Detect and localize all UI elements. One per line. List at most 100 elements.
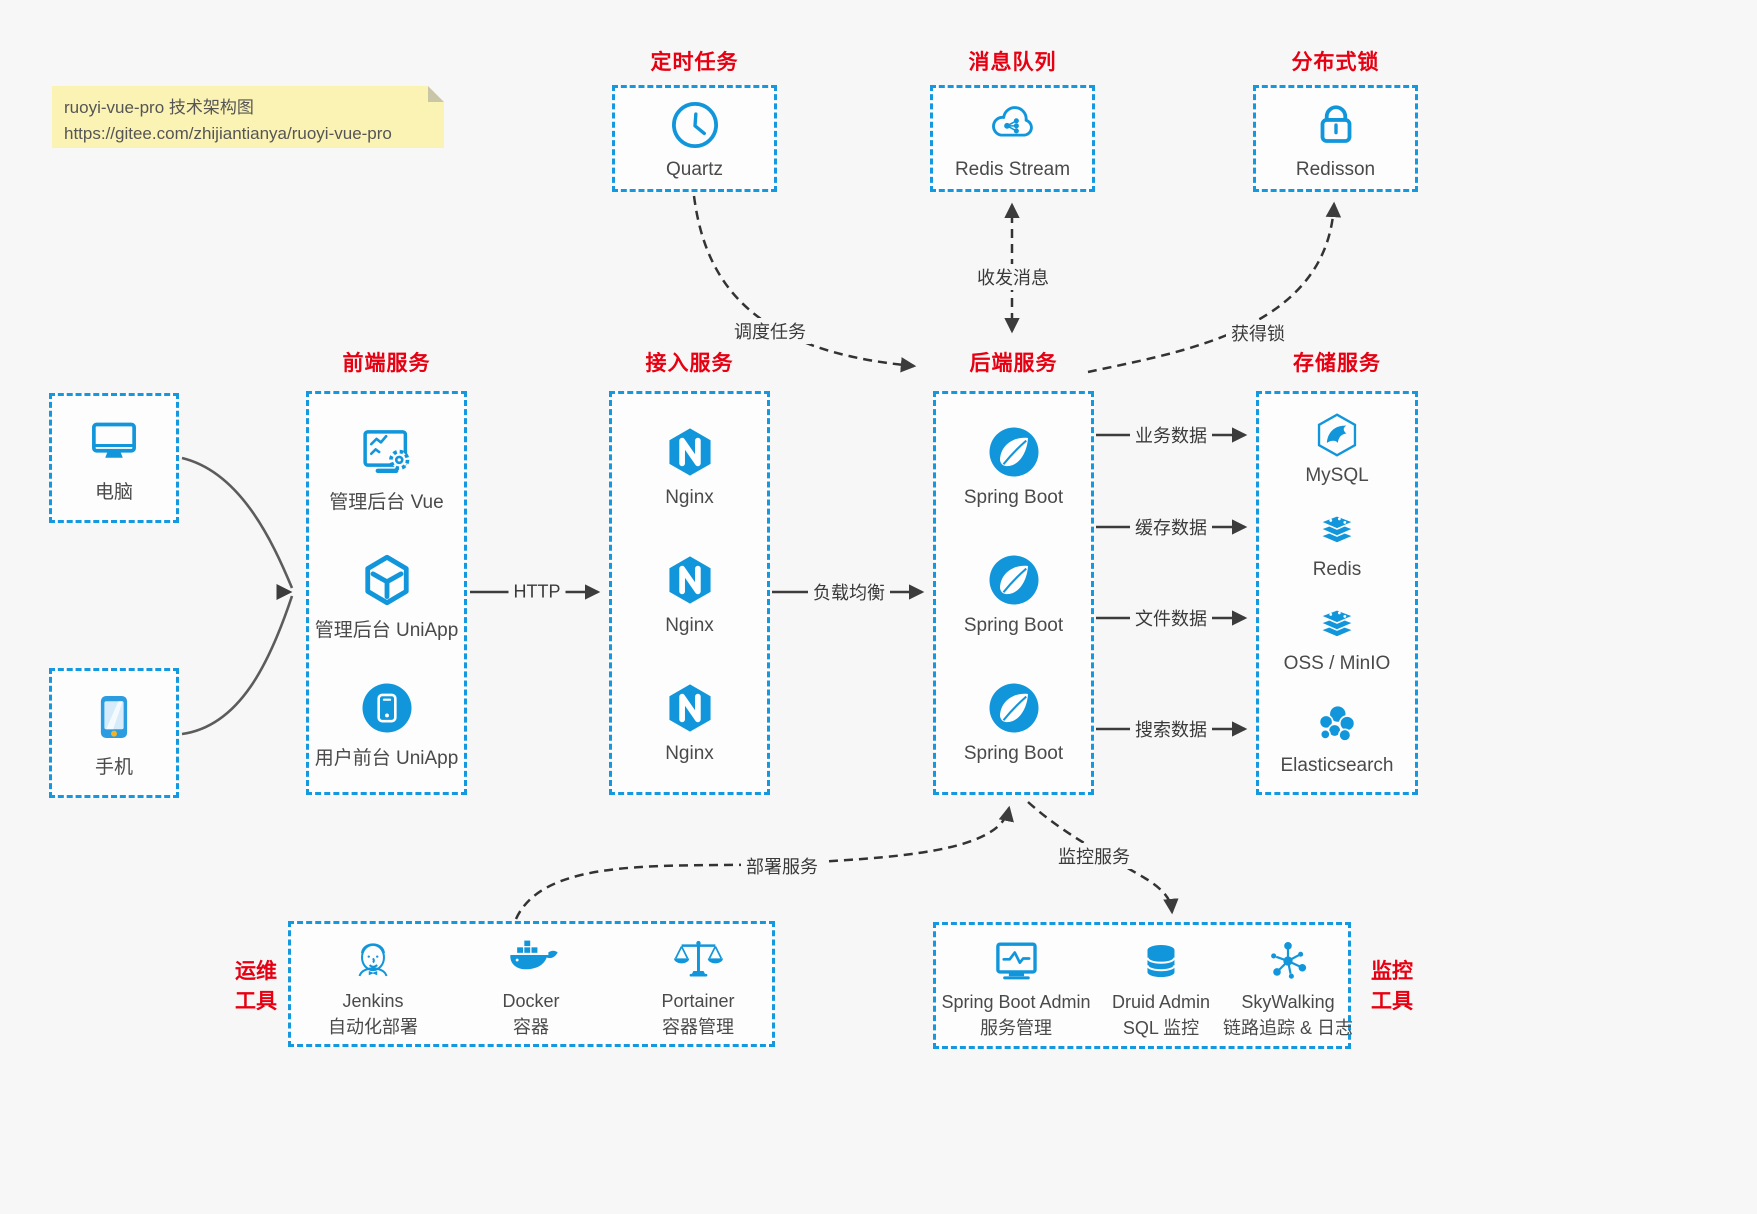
node-spring-boot-admin: Spring Boot Admin 服务管理: [941, 934, 1091, 1041]
monitoring-title-line-1: 监控: [1371, 960, 1413, 983]
node-label: OSS / MinIO: [1283, 653, 1391, 674]
note-fold-corner: [428, 86, 444, 102]
group-title-ops-tools: 运维 工具: [226, 957, 286, 1018]
jenkins-icon: [346, 933, 400, 987]
node-portainer: Portainer 容器管理: [661, 933, 735, 1040]
node-label: MySQL: [1305, 465, 1369, 486]
edge-label-deploy: 部署服务: [741, 853, 823, 879]
node-pc: 电脑: [52, 414, 176, 504]
node-redis: Redis: [1259, 504, 1415, 581]
client-box-mobile: 手机: [49, 668, 179, 798]
ops-title-line-1: 运维: [235, 960, 277, 983]
monitoring-title-line-2: 工具: [1371, 990, 1413, 1014]
node-label: Nginx: [665, 743, 714, 764]
node-sublabel: 容器管理: [661, 1017, 734, 1038]
node-label: Spring Boot: [963, 743, 1064, 764]
sticky-note: ruoyi-vue-pro 技术架构图 https://gitee.com/zh…: [52, 86, 444, 148]
node-sublabel: 自动化部署: [328, 1017, 418, 1038]
oss-stack-icon: [1312, 598, 1362, 648]
group-box-scheduled-tasks: Quartz: [612, 85, 777, 192]
uniapp-cube-icon: [359, 552, 415, 608]
group-title-access: 接入服务: [645, 352, 734, 375]
note-url: https://gitee.com/zhijiantianya/ruoyi-vu…: [64, 124, 392, 144]
admin-vue-icon: [359, 424, 415, 480]
node-nginx-2: Nginx: [612, 552, 767, 637]
group-title-monitoring-tools: 监控 工具: [1362, 957, 1422, 1018]
node-mysql: MySQL: [1259, 410, 1415, 487]
group-title-distributed-lock: 分布式锁: [1291, 51, 1380, 74]
nginx-icon: [662, 680, 718, 736]
node-mobile: 手机: [52, 689, 176, 779]
node-label: Quartz: [665, 159, 724, 180]
node-redisson: Redisson: [1256, 98, 1415, 181]
client-box-pc: 电脑: [49, 393, 179, 523]
user-uniapp-icon: [359, 680, 415, 736]
note-title: ruoyi-vue-pro 技术架构图: [64, 98, 254, 117]
edge-label-cache-data: 缓存数据: [1130, 514, 1212, 540]
node-sublabel: SQL 监控: [1122, 1018, 1200, 1039]
node-label: Spring Boot Admin: [941, 992, 1091, 1012]
node-label: Spring Boot: [963, 487, 1064, 508]
group-title-message-queue: 消息队列: [968, 51, 1057, 74]
group-box-frontend: 管理后台 Vue 管理后台 UniApp 用户前台 UniApp: [306, 391, 467, 795]
group-title-scheduled-tasks: 定时任务: [650, 51, 739, 74]
spring-boot-admin-icon: [989, 934, 1043, 988]
portainer-icon: [671, 933, 725, 987]
edge-schedule: [692, 195, 917, 373]
node-spring-boot-3: Spring Boot: [936, 680, 1091, 765]
node-sublabel: 链路追踪 & 日志: [1222, 1018, 1354, 1039]
edge-label-http: HTTP: [508, 581, 566, 603]
node-label: Spring Boot: [963, 615, 1064, 636]
group-title-storage: 存储服务: [1293, 352, 1381, 375]
node-spring-boot-1: Spring Boot: [936, 424, 1091, 509]
group-box-distributed-lock: Redisson: [1253, 85, 1418, 192]
node-jenkins: Jenkins 自动化部署: [328, 933, 418, 1040]
edge-acquire-lock: [1087, 201, 1342, 374]
edge-label-acquire-lock: 获得锁: [1226, 320, 1290, 346]
redis-stack-icon: [1312, 504, 1362, 554]
node-label: 手机: [94, 757, 133, 778]
node-label: Nginx: [665, 615, 714, 636]
group-box-message-queue: Redis Stream: [930, 85, 1095, 192]
desktop-icon: [86, 414, 142, 470]
cloud-share-icon: [986, 98, 1040, 152]
druid-icon: [1134, 934, 1188, 988]
node-label: 管理后台 UniApp: [314, 620, 459, 641]
docker-icon: [504, 933, 558, 987]
node-label: SkyWalking: [1241, 992, 1335, 1012]
edge-monitor: [1027, 801, 1179, 915]
edge-label-business-data: 业务数据: [1130, 422, 1212, 448]
node-oss-minio: OSS / MinIO: [1259, 598, 1415, 675]
node-sublabel: 服务管理: [980, 1018, 1052, 1039]
node-label: Druid Admin: [1111, 992, 1211, 1012]
node-skywalking: SkyWalking 链路追踪 & 日志: [1223, 934, 1353, 1041]
nginx-icon: [662, 424, 718, 480]
mobile-icon: [86, 689, 142, 745]
edge-label-monitor: 监控服务: [1053, 843, 1135, 869]
node-docker: Docker 容器: [502, 933, 560, 1040]
spring-boot-icon: [986, 680, 1042, 736]
node-label: Elasticsearch: [1280, 755, 1394, 776]
node-label: 管理后台 Vue: [329, 492, 444, 513]
edge-label-schedule: 调度任务: [729, 318, 811, 344]
spring-boot-icon: [986, 424, 1042, 480]
edge-pc-to-frontend: [181, 456, 294, 589]
node-label: 电脑: [94, 482, 133, 503]
node-label: Redisson: [1295, 159, 1376, 180]
edge-label-file-data: 文件数据: [1130, 605, 1212, 631]
node-spring-boot-2: Spring Boot: [936, 552, 1091, 637]
group-box-storage: MySQL Redis OSS / MinIO Elasticsearch: [1256, 391, 1418, 795]
node-label: Redis: [1312, 559, 1362, 580]
node-label: Jenkins: [342, 991, 404, 1011]
node-redis-stream: Redis Stream: [933, 98, 1092, 181]
edge-label-messaging: 收发消息: [972, 264, 1054, 290]
edge-phone-to-frontend: [181, 595, 294, 736]
group-box-backend: Spring Boot Spring Boot Spring Boot: [933, 391, 1094, 795]
node-admin-vue: 管理后台 Vue: [309, 424, 464, 514]
lock-icon: [1309, 98, 1363, 152]
node-quartz: Quartz: [615, 98, 774, 181]
nginx-icon: [662, 552, 718, 608]
node-label: Nginx: [665, 487, 714, 508]
